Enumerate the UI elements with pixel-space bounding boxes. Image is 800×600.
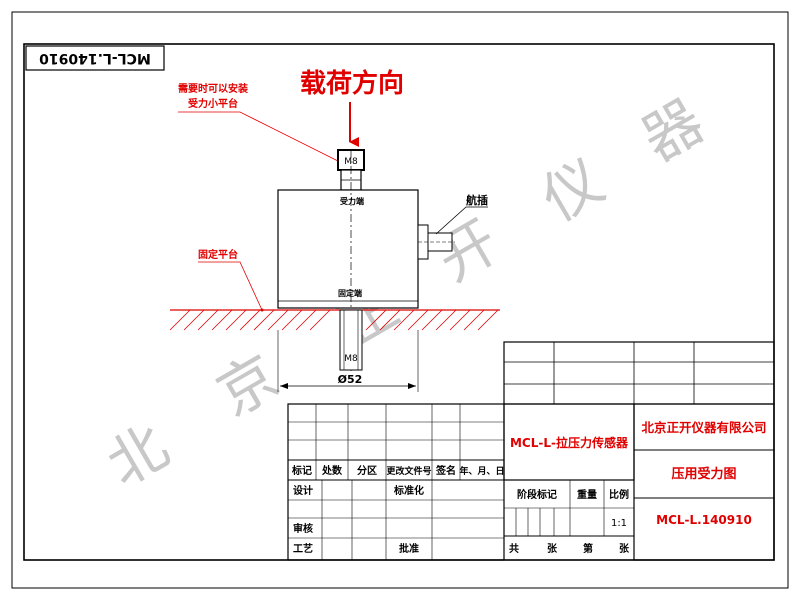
rev-header-date: 年、月、日 bbox=[459, 465, 504, 477]
row-review: 审核 bbox=[293, 522, 313, 535]
sheets-total-a: 共 bbox=[509, 542, 519, 555]
platform-hatching bbox=[169, 309, 499, 331]
rev-header-zone: 分区 bbox=[357, 464, 377, 477]
scale-label: 比例 bbox=[609, 488, 629, 501]
rev-header-sign: 签名 bbox=[435, 464, 456, 477]
scale-value: 1:1 bbox=[611, 518, 627, 529]
sensor-body bbox=[277, 189, 419, 309]
note-mount-line2: 受力小平台 bbox=[188, 97, 238, 110]
outer-frame bbox=[11, 11, 789, 589]
watermark-char-1: 北 bbox=[96, 412, 180, 500]
connector-label: 航插 bbox=[466, 193, 488, 207]
drawing-number: MCL-L.140910 bbox=[656, 513, 752, 527]
watermark-char-5: 仪 bbox=[531, 147, 615, 235]
note-mount-leader bbox=[178, 111, 342, 164]
row-approve: 批准 bbox=[399, 542, 419, 555]
sheets-total-b: 张 bbox=[547, 542, 558, 555]
drawing-code-stamp: MCL-L.140910 bbox=[39, 50, 151, 66]
drawing-code-box bbox=[25, 45, 165, 71]
watermark-char-2: 京 bbox=[206, 342, 290, 430]
weight-label: 重量 bbox=[577, 488, 597, 501]
sheet-no-b: 张 bbox=[619, 542, 630, 555]
fixed-end-label: 固定端 bbox=[338, 288, 362, 298]
thread-bottom-label: M8 bbox=[344, 354, 358, 364]
rev-header-count: 处数 bbox=[321, 464, 343, 477]
title-block-text: 标记 处数 分区 更改文件号 签名 年、月、日 设计 标准化 审核 工艺 批准 … bbox=[291, 420, 767, 555]
rev-header-change-doc: 更改文件号 bbox=[386, 465, 431, 477]
connector-leader bbox=[435, 206, 488, 235]
product-name: MCL-L-拉压力传感器 bbox=[510, 435, 629, 450]
company-name: 北京正开仪器有限公司 bbox=[641, 420, 766, 435]
row-standard: 标准化 bbox=[393, 484, 424, 497]
bottom-thread bbox=[339, 309, 363, 371]
row-process: 工艺 bbox=[293, 542, 313, 555]
row-design: 设计 bbox=[293, 484, 313, 497]
title-block bbox=[287, 341, 775, 561]
fixed-platform-leader bbox=[198, 261, 264, 312]
stage-mark: 阶段标记 bbox=[517, 488, 557, 501]
diameter-label: Ø52 bbox=[338, 373, 363, 386]
rev-header-mark: 标记 bbox=[291, 464, 312, 477]
sheet-no-a: 第 bbox=[583, 542, 593, 555]
load-direction-label: 载荷方向 bbox=[300, 68, 404, 99]
drawing-title: 压用受力图 bbox=[671, 466, 736, 482]
note-mount-line1: 需要时可以安装 bbox=[178, 82, 248, 95]
force-end-label: 受力端 bbox=[340, 196, 364, 206]
watermark-char-6: 器 bbox=[631, 87, 715, 175]
fixed-platform-label: 固定平台 bbox=[198, 248, 238, 261]
